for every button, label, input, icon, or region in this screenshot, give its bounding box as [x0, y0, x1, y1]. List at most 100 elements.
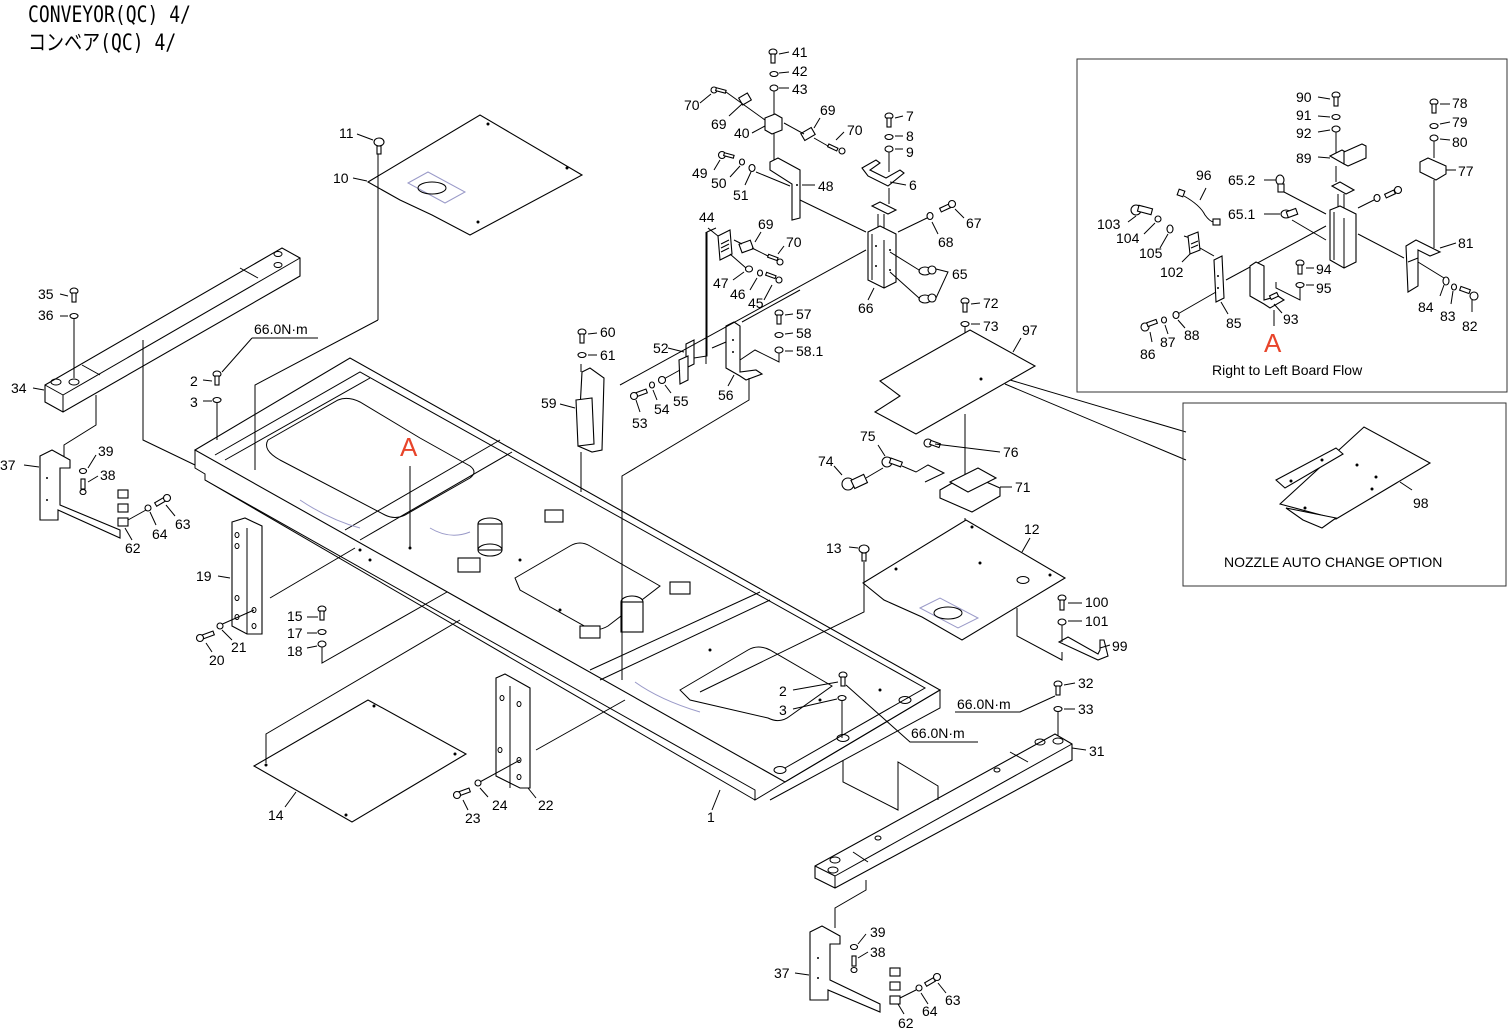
valve-part-71[interactable]: [939, 467, 1001, 513]
screw-part-100[interactable]: [1057, 594, 1067, 611]
screw-part-78[interactable]: [1429, 98, 1439, 114]
washer-part-21[interactable]: [216, 622, 224, 630]
plate-part-102[interactable]: [1187, 231, 1201, 255]
washer-inset[interactable]: [1373, 193, 1381, 203]
screw-part-53[interactable]: [629, 388, 649, 401]
screw-part-11[interactable]: [373, 137, 385, 155]
washer-part-80[interactable]: [1429, 134, 1439, 142]
screw-part-94[interactable]: [1295, 259, 1305, 275]
plate-part-97[interactable]: [873, 329, 1037, 435]
screw-part-13[interactable]: [858, 544, 870, 562]
washer-part-39[interactable]: [78, 467, 88, 475]
screw-part-82[interactable]: [1458, 285, 1479, 301]
washer-part-105[interactable]: [1166, 224, 1174, 234]
screw-part-7[interactable]: [884, 112, 894, 128]
bracket-part-6[interactable]: [861, 159, 905, 187]
washer-part-79[interactable]: [1429, 122, 1439, 130]
washer-part-3-right[interactable]: [837, 694, 847, 702]
washer-part-91[interactable]: [1331, 113, 1341, 121]
bracket-part-85[interactable]: [1213, 255, 1225, 303]
screw-part-103[interactable]: [1130, 204, 1154, 216]
washer-part-17[interactable]: [317, 628, 327, 636]
washer-part-24[interactable]: [474, 779, 482, 787]
washer-part-43[interactable]: [769, 84, 779, 92]
screw-part-57[interactable]: [774, 309, 784, 325]
screw-part-45[interactable]: [764, 271, 783, 284]
screw-part-86[interactable]: [1140, 318, 1159, 332]
fitting-part-65[interactable]: [918, 265, 937, 304]
washer-part-92[interactable]: [1331, 125, 1341, 133]
screw-part-70-upper-left[interactable]: [710, 86, 727, 94]
bracket-part-99[interactable]: [1057, 636, 1109, 661]
block-part-40[interactable]: [764, 113, 783, 135]
main-frame-part-1[interactable]: [193, 357, 942, 801]
washer-part-50[interactable]: [738, 158, 746, 166]
beam-part-31[interactable]: [814, 733, 1073, 889]
bracket-part-52[interactable]: [678, 339, 695, 385]
screw-part-67[interactable]: [938, 199, 957, 213]
washer-part-95[interactable]: [1295, 281, 1305, 289]
screw-part-49[interactable]: [717, 150, 735, 160]
screw-part-2-left[interactable]: [212, 370, 222, 386]
fitting-part-65-2[interactable]: [1275, 174, 1285, 193]
cylinder-inset[interactable]: [1329, 181, 1357, 269]
screw-part-72[interactable]: [960, 297, 970, 313]
washer-part-54[interactable]: [648, 381, 656, 389]
cable-part-96[interactable]: [1176, 188, 1221, 226]
screw-part-70-lower[interactable]: [766, 253, 784, 266]
cylinder-part-66[interactable]: [867, 201, 898, 289]
washer-part-42[interactable]: [769, 70, 779, 78]
screw-part-23[interactable]: [452, 787, 472, 800]
sensor-part-69-upper-right[interactable]: [800, 126, 816, 142]
bracket-part-37[interactable]: [39, 449, 121, 539]
washer-part-39-lower[interactable]: [849, 943, 859, 951]
plate-part-22[interactable]: [495, 673, 531, 789]
screw-part-60[interactable]: [577, 328, 587, 344]
washer-part-64[interactable]: [144, 504, 152, 512]
bracket-part-93[interactable]: [1249, 261, 1286, 309]
washer-part-83[interactable]: [1450, 283, 1458, 291]
plate-part-44[interactable]: [717, 229, 733, 261]
screw-part-15[interactable]: [317, 605, 327, 621]
block-part-89[interactable]: [1328, 143, 1367, 167]
washer-part-64-lower[interactable]: [915, 984, 923, 992]
plate-part-98[interactable]: [1275, 426, 1432, 529]
washer-part-68[interactable]: [926, 211, 934, 221]
washer-part-18[interactable]: [317, 640, 327, 648]
washer-part-58[interactable]: [774, 331, 784, 339]
screw-part-32[interactable]: [1053, 680, 1063, 696]
screw-part-63-lower[interactable]: [923, 972, 942, 987]
bracket-part-37-lower[interactable]: [809, 925, 881, 1013]
screw-part-20[interactable]: [195, 630, 216, 643]
bracket-part-56[interactable]: [725, 321, 764, 381]
sensor-part-69-lower[interactable]: [738, 239, 755, 254]
screw-part-38[interactable]: [79, 478, 87, 496]
bracket-part-48[interactable]: [769, 157, 801, 221]
plate-part-19[interactable]: [231, 517, 263, 635]
bracket-part-77[interactable]: [1419, 157, 1447, 181]
clamp-part-62-lower[interactable]: [889, 967, 901, 1005]
washer-part-58-1[interactable]: [774, 346, 784, 354]
washer-part-55[interactable]: [657, 375, 667, 385]
washer-part-47[interactable]: [744, 265, 754, 273]
sensor-part-69-upper-left[interactable]: [737, 92, 753, 106]
washer-part-9[interactable]: [884, 145, 894, 153]
elbow-part-75[interactable]: [881, 456, 904, 468]
washer-part-87[interactable]: [1160, 316, 1168, 324]
washer-part-3-left[interactable]: [212, 396, 222, 404]
washer-part-104[interactable]: [1154, 215, 1162, 223]
washer-part-46[interactable]: [756, 269, 764, 277]
screw-part-2-right[interactable]: [838, 671, 848, 687]
screw-part-41[interactable]: [768, 48, 778, 64]
screw-part-38-lower[interactable]: [850, 955, 858, 974]
washer-part-84[interactable]: [1442, 276, 1450, 286]
washer-part-51[interactable]: [748, 163, 756, 173]
bottom-plate-part-14[interactable]: [252, 699, 468, 823]
fitting-part-65-1[interactable]: [1280, 207, 1299, 219]
screw-part-35[interactable]: [69, 287, 79, 303]
screw-part-70-upper-right[interactable]: [826, 143, 846, 155]
washer-part-33[interactable]: [1053, 705, 1063, 713]
bracket-part-81[interactable]: [1405, 239, 1442, 293]
fitting-part-76[interactable]: [923, 438, 942, 449]
washer-part-36[interactable]: [69, 312, 79, 320]
